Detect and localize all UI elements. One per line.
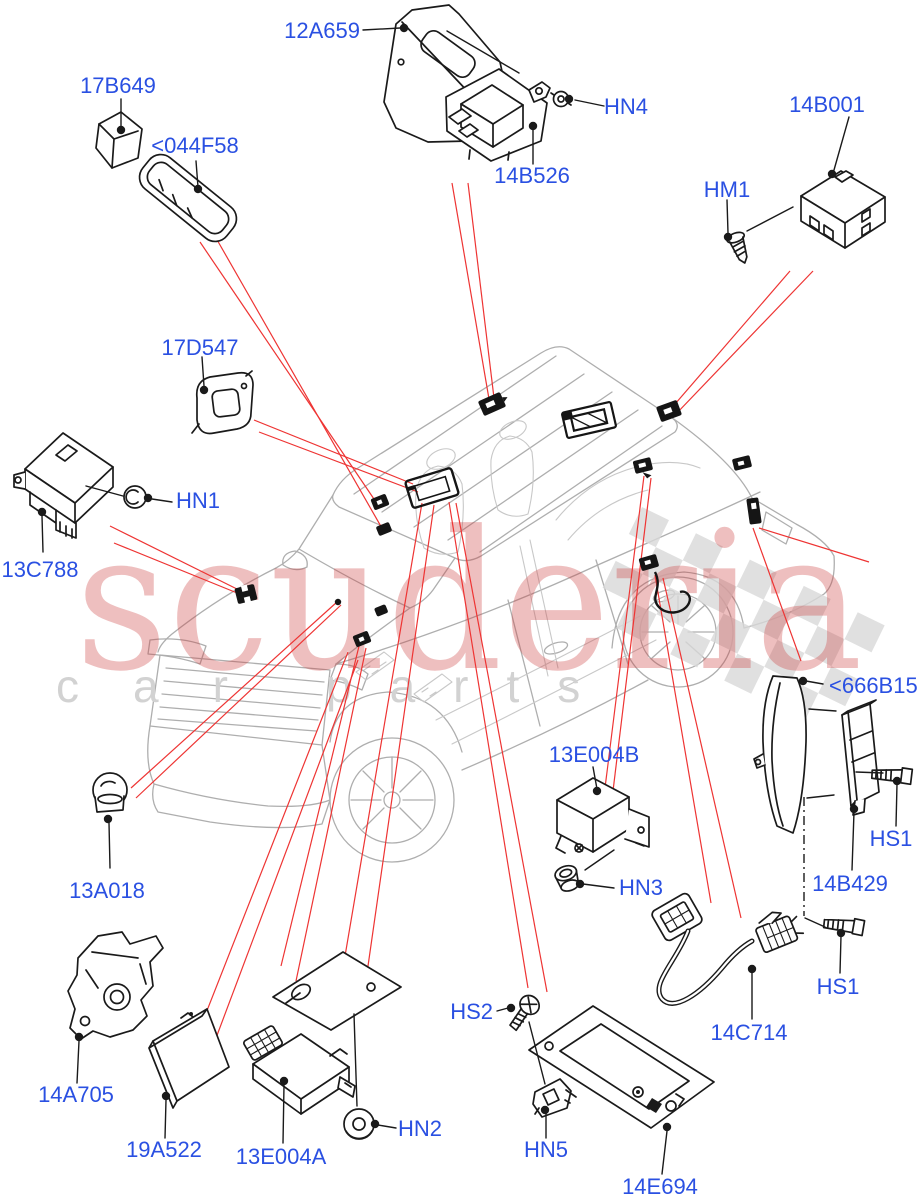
part-label-17B649: 17B649	[80, 73, 156, 98]
door-connector-icon	[352, 631, 372, 647]
part-drawing-HN2	[343, 1108, 375, 1140]
checkered-flag-watermark	[602, 507, 885, 721]
part-drawing-HN3	[554, 864, 580, 892]
part-drawing-13E004B	[555, 777, 650, 854]
part-drawing-14C714	[651, 892, 805, 1006]
part-drawing-14E694	[528, 1005, 715, 1129]
b-pillar-sensor-icon	[334, 598, 342, 606]
red-locator-lines	[109, 182, 870, 1047]
watermark-brand-text: scuderia	[75, 491, 863, 714]
part-label-14B001: 14B001	[789, 92, 865, 117]
lower-cowl-connector-icon	[374, 604, 388, 617]
cowl-connector-b-icon	[376, 522, 392, 536]
part-label-14A705: 14A705	[38, 1082, 114, 1107]
part-drawing-14B429	[841, 699, 880, 816]
part-drawing-HN1	[123, 485, 147, 509]
part-drawing-14B001	[800, 170, 886, 249]
part-drawing-HN5	[532, 1078, 572, 1118]
part-label-666B15: <666B15	[829, 673, 918, 698]
part-drawing-HS2	[509, 994, 541, 1032]
part-label-HN1: HN1	[176, 488, 220, 513]
part-label-HN5: HN5	[524, 1137, 568, 1162]
part-label-HN3: HN3	[619, 875, 663, 900]
c-pillar-connector-icon	[632, 457, 653, 479]
roof-right-module-icon	[656, 400, 682, 422]
part-drawing-13E004A-bracket	[272, 951, 402, 1031]
part-label-044F58: <044F58	[151, 133, 238, 158]
part-drawing-14B526	[445, 68, 551, 162]
part-drawing-044F58	[138, 153, 238, 243]
cowl-connector-a-icon	[370, 494, 390, 510]
mid-roof-module-icon	[561, 401, 617, 439]
part-drawing-19A522	[148, 1008, 230, 1109]
part-label-13C788: 13C788	[1, 557, 78, 582]
part-label-19A522: 19A522	[126, 1137, 202, 1162]
part-label-14C714: 14C714	[710, 1020, 787, 1045]
part-label-HS2: HS2	[450, 999, 493, 1024]
part-drawing-HN4	[550, 90, 572, 108]
roof-header-frame-icon	[404, 467, 460, 509]
part-label-13E004B: 13E004B	[549, 742, 640, 767]
roof-front-module-icon	[478, 392, 508, 416]
part-label-13A018: 13A018	[69, 878, 145, 903]
leader-lines	[41, 27, 898, 1175]
leader-dots	[37, 23, 902, 1132]
part-drawing-666B15	[753, 675, 807, 834]
vehicle-illustration	[147, 346, 835, 863]
part-drawing-17B649	[95, 111, 143, 169]
watermark-tagline-word: car	[56, 660, 282, 712]
fender-module-icon	[234, 584, 258, 604]
car-mounted-components	[234, 392, 762, 647]
part-label-14B429: 14B429	[812, 871, 888, 896]
part-label-HS1-lower: HS1	[817, 974, 860, 999]
part-drawing-13C788	[13, 432, 114, 539]
part-label-HM1: HM1	[704, 177, 750, 202]
part-label-14E694: 14E694	[622, 1174, 698, 1199]
rear-quarter-module-icon	[746, 497, 762, 525]
part-label-HS1-upper: HS1	[870, 826, 913, 851]
part-label-HN4: HN4	[604, 94, 648, 119]
d-pillar-module-icon	[732, 455, 752, 471]
part-label-12A659: 12A659	[284, 18, 360, 43]
part-drawing-17D547	[191, 370, 254, 435]
part-drawing-13E004A	[243, 1025, 356, 1115]
part-label-HN2: HN2	[398, 1116, 442, 1141]
sill-cable-icon	[638, 554, 691, 614]
part-drawing-14A705	[67, 931, 164, 1040]
part-label-13E004A: 13E004A	[236, 1144, 327, 1169]
watermark-tagline-word: parts	[326, 660, 618, 712]
part-drawing-13A018	[92, 772, 128, 813]
part-label-17D547: 17D547	[161, 335, 238, 360]
exploded-part-drawings	[13, 4, 914, 1140]
part-label-14B526: 14B526	[494, 163, 570, 188]
